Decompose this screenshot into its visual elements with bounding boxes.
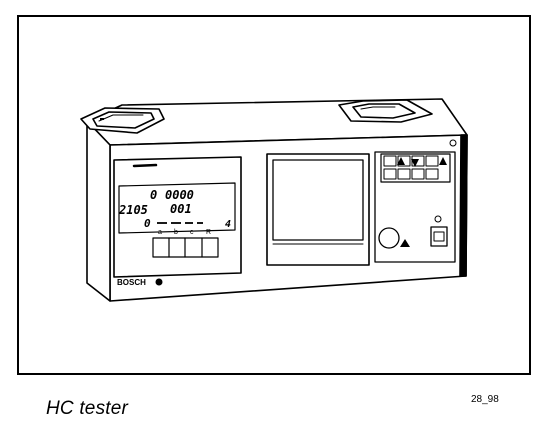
- indicator-lamp: [434, 215, 442, 223]
- corner-screw-top-right: [449, 139, 457, 147]
- display-row3-left: 0: [144, 217, 151, 230]
- key-label-r: R: [206, 229, 211, 236]
- screen: [272, 159, 364, 241]
- function-keys: [380, 153, 451, 183]
- display-row3-right: 4: [225, 219, 231, 230]
- display-row2-right: 001: [170, 202, 192, 216]
- display-row2-left: 2105: [118, 203, 148, 217]
- figure-number: 28_98: [471, 394, 499, 405]
- key-label-c: c: [190, 229, 194, 236]
- key-label-b: b: [174, 229, 178, 236]
- figure-caption: HC tester: [46, 398, 129, 419]
- brand-label: BOSCH: [117, 278, 146, 287]
- key-label-a: a: [158, 229, 162, 236]
- display-row1-left: 0: [150, 188, 157, 202]
- housing-right-edge: [459, 134, 468, 277]
- display-row1-right: 0000: [165, 188, 194, 202]
- brand-logo: [155, 278, 163, 286]
- dial: [378, 227, 400, 249]
- housing-left-side: [86, 120, 111, 302]
- keypad: [152, 237, 219, 258]
- display-window: [118, 182, 236, 234]
- hc-tester-illustration: 0 0000 2105 001 0 4 a b c R BOSCH: [80, 98, 468, 302]
